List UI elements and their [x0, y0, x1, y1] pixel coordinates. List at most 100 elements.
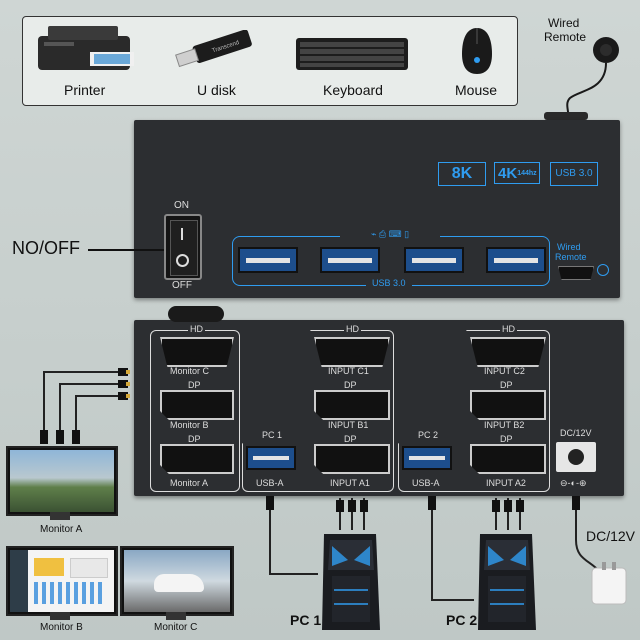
badge-4k: 4K144hz: [494, 162, 540, 184]
keyboard-small-icon: ⌨: [388, 229, 402, 239]
dp-label-b2: DP: [500, 380, 513, 390]
wired-remote-label-1: Wired: [548, 16, 580, 30]
input-a2-label: INPUT A2: [486, 478, 526, 488]
badge-8k-text: 8K: [451, 165, 473, 182]
pc1-caption: PC 1: [290, 612, 322, 628]
monitor-c: [120, 546, 234, 616]
badge-usb3: USB 3.0: [550, 162, 598, 186]
monitor-b-chart-2: [70, 558, 108, 578]
badge-usb3-text: USB 3.0: [555, 168, 593, 179]
input-b2-label: INPUT B2: [484, 420, 525, 430]
rear-remote-knob: [168, 306, 224, 322]
monitor-c-label: Monitor C: [170, 366, 210, 376]
badge-144hz-text: 144hz: [517, 170, 537, 177]
pc1-usb-tongue: [253, 456, 289, 460]
monitor-a-caption: Monitor A: [40, 524, 83, 535]
front-remote-label-2: Remote: [555, 252, 587, 262]
usb-port-3-tongue: [412, 258, 456, 263]
monitor-b-label: Monitor B: [170, 420, 209, 430]
badge-8k: 8K: [438, 162, 486, 186]
monitor-a-label: Monitor A: [170, 478, 209, 488]
power-switch-callout: NO/OFF: [12, 238, 80, 258]
monitor-b-bars: [34, 582, 106, 604]
pc2-usb-a-label: USB-A: [412, 478, 440, 488]
monitor-a-stand: [50, 512, 70, 520]
mouse-small-icon: ▯: [404, 229, 410, 239]
monitor-b-dp-port[interactable]: [160, 390, 234, 420]
monitor-c-car: [154, 574, 204, 592]
pc1-usb-a-label: USB-A: [256, 478, 284, 488]
monitor-b-sidebar: [10, 550, 28, 612]
usb-stick-icon: Transcend: [175, 30, 252, 68]
printer-icon: [38, 26, 134, 70]
u-disk-label: U disk: [197, 82, 236, 98]
pc1-usb-a-port[interactable]: [246, 446, 296, 470]
hd-label-c1: HD: [344, 324, 361, 334]
input-b1-label: INPUT B1: [328, 420, 369, 430]
hd-label-out: HD: [188, 324, 205, 334]
front-remote-label-1: Wired: [557, 242, 581, 252]
dp-label-a1: DP: [344, 434, 357, 444]
mouse-label: Mouse: [455, 82, 498, 98]
switch-off-mark: [176, 254, 189, 267]
input-a1-label: INPUT A1: [330, 478, 370, 488]
wired-remote-cable: [544, 37, 619, 121]
input-c1-label: INPUT C1: [328, 366, 369, 376]
off-label: OFF: [172, 280, 192, 291]
dp-label-b1: DP: [344, 380, 357, 390]
dp-label-out-a: DP: [188, 434, 201, 444]
monitor-b-stand: [50, 612, 70, 620]
dc-rear-label: DC/12V: [560, 428, 592, 438]
dc-power-jack[interactable]: [556, 442, 596, 472]
usb-port-3[interactable]: [404, 247, 464, 273]
input-a1-dp-port[interactable]: [314, 444, 390, 474]
dc-caption: DC/12V: [586, 528, 636, 544]
callout-line: [88, 249, 164, 251]
pc1-tower: [322, 534, 380, 630]
input-c1-hdmi-port[interactable]: [314, 337, 390, 367]
monitor-b-chart: [34, 558, 64, 576]
wired-remote-label-2: Remote: [544, 30, 587, 44]
monitor-a: [6, 446, 118, 516]
pc2-usb-a-port[interactable]: [402, 446, 452, 470]
usb-port-2[interactable]: [320, 247, 380, 273]
pc2-label: PC 2: [418, 430, 439, 440]
input-b2-dp-port[interactable]: [470, 390, 546, 420]
monitor-c-caption: Monitor C: [154, 622, 198, 633]
power-switch[interactable]: [164, 214, 202, 280]
usb-port-4[interactable]: [486, 247, 546, 273]
remote-jack[interactable]: [597, 264, 609, 276]
printer-small-icon: ⎙: [378, 229, 387, 239]
power-adapter-icon: [591, 562, 627, 605]
usb-cable-icon: ⌁: [370, 229, 377, 239]
dc-jack-hole: [568, 449, 584, 465]
monitor-b-caption: Monitor B: [40, 622, 83, 633]
usb-port-1[interactable]: [238, 247, 298, 273]
switch-on-mark: [181, 228, 183, 240]
input-c2-label: INPUT C2: [484, 366, 525, 376]
on-label: ON: [174, 200, 189, 211]
dc-polarity-icon: ⊖-◐-⊕: [560, 478, 587, 488]
mouse-icon: [462, 28, 492, 74]
usb3-port-label: USB 3.0: [366, 278, 412, 288]
monitor-c-screen: [124, 550, 230, 612]
pc1-label: PC 1: [262, 430, 283, 440]
dp-label-out-b: DP: [188, 380, 201, 390]
usb-icons-row: ⌁ ⎙ ⌨ ▯: [340, 228, 440, 240]
usb-port-1-tongue: [246, 258, 290, 263]
monitor-b-screen: [10, 550, 114, 612]
usb-port-2-tongue: [328, 258, 372, 263]
hd-label-c2: HD: [500, 324, 517, 334]
input-b1-dp-port[interactable]: [314, 390, 390, 420]
pc2-usb-tongue: [409, 456, 445, 460]
printer-label: Printer: [64, 82, 106, 98]
pc2-caption: PC 2: [446, 612, 478, 628]
keyboard-icon: [296, 38, 408, 70]
monitor-a-screen: [10, 450, 114, 512]
pc2-tower: [478, 534, 536, 630]
monitor-a-dp-port[interactable]: [160, 444, 234, 474]
usb-port-4-tongue: [494, 258, 538, 263]
dp-label-a2: DP: [500, 434, 513, 444]
input-a2-dp-port[interactable]: [470, 444, 546, 474]
